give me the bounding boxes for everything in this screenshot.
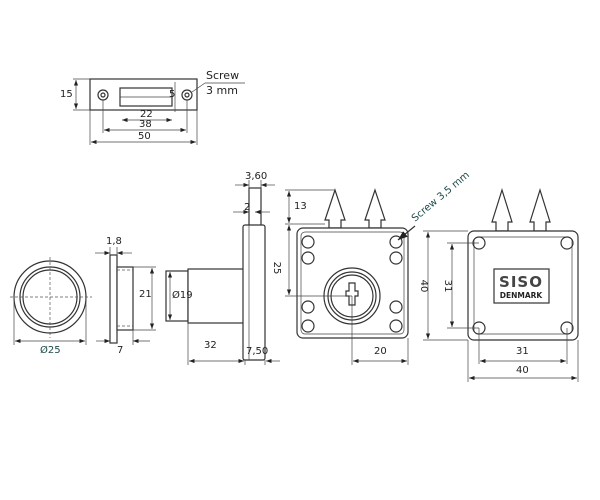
dim-slot-height: 5 (169, 89, 176, 100)
screw-label-front: Screw 3,5 mm (410, 170, 472, 225)
brand-logo-siso: SISO (499, 273, 543, 291)
dim-tab-width: 3,60 (245, 171, 268, 182)
dim-back-hole-horizontal: 31 (516, 346, 529, 357)
dim-plate-width: 50 (138, 131, 151, 142)
dim-hole-spacing: 38 (139, 119, 152, 130)
dim-cylinder-length: 32 (204, 340, 217, 351)
dim-center-offset: 20 (374, 346, 387, 357)
dim-escutcheon-depth: 7 (117, 345, 124, 356)
lock-side-view (165, 180, 280, 365)
dim-center-height: 25 (271, 262, 282, 275)
dim-slot-width: 22 (140, 109, 153, 120)
lock-back-view: SISO DENMARK (423, 187, 579, 382)
escutcheon-front-view (10, 257, 92, 345)
dim-plate-height: 15 (60, 89, 73, 100)
dim-back-hole-vertical: 31 (442, 280, 453, 293)
escutcheon-side-view (95, 247, 156, 345)
screw-label-line1: Screw (206, 69, 240, 82)
screw-label-line2: 3 mm (206, 84, 238, 97)
dim-escutcheon-diameter: Ø25 (40, 345, 61, 356)
strike-plate-view (73, 78, 245, 145)
dim-inner-height: 21 (139, 289, 152, 300)
dim-plate-thickness: 7,50 (246, 346, 269, 357)
dim-latch-height: 13 (294, 201, 307, 212)
dim-back-height: 40 (418, 280, 429, 293)
dim-back-width: 40 (516, 365, 529, 376)
dim-tab-thin: 2 (244, 202, 251, 213)
dim-flange: 1,8 (106, 236, 122, 247)
dim-cylinder-diameter: Ø19 (172, 290, 193, 301)
lock-front-view (285, 188, 416, 365)
brand-logo-denmark: DENMARK (500, 291, 544, 300)
